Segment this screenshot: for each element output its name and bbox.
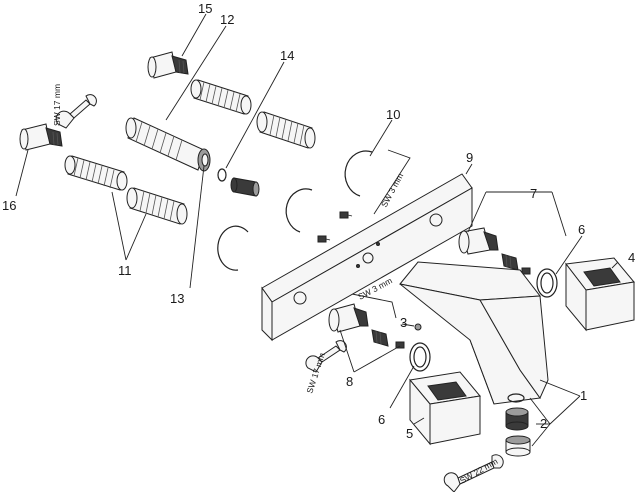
label-sw3-top: SW 3 mm [379, 171, 405, 209]
wrench-22mm-icon [443, 454, 504, 492]
rosette-part-4 [565, 257, 635, 332]
spout-part-1 [399, 261, 549, 405]
label-part-6-upper: 6 [578, 222, 585, 237]
label-part-14: 14 [280, 48, 294, 63]
label-part-13: 13 [170, 291, 184, 306]
leader-lines [15, 13, 619, 447]
o-ring-part-14 [217, 168, 227, 182]
wrench-17mm-bottom-icon [305, 340, 347, 373]
label-sw17-top: SW 17 mm [52, 84, 62, 126]
allen-key-3mm-mid [341, 291, 397, 319]
label-part-8: 8 [346, 374, 353, 389]
extension-tube-part-12 [125, 117, 211, 172]
aerator-housing-part-2 [505, 435, 531, 457]
screw-small-left [317, 235, 331, 243]
retaining-clip-upper [344, 150, 373, 197]
threaded-sleeve-right [256, 111, 316, 149]
label-sw22: SW 22 mm [458, 456, 499, 486]
ring-part-6-lower [409, 342, 431, 372]
screw-part-3 [414, 323, 422, 331]
label-part-9: 9 [466, 150, 473, 165]
rosette-part-5 [409, 371, 481, 446]
cartridge-part-15 [147, 51, 189, 79]
cartridge-part-16 [19, 123, 63, 151]
label-part-6-lower: 6 [378, 412, 385, 427]
aerator-ring-part-2 [507, 393, 525, 403]
wrench-17mm-top-icon [55, 94, 97, 129]
label-part-16: 16 [2, 198, 16, 213]
label-part-7: 7 [530, 186, 537, 201]
threaded-sleeve-upper-right [190, 79, 252, 115]
aerator-part-2 [505, 407, 529, 431]
label-part-2: 2 [540, 416, 547, 431]
allen-key-3mm-top [373, 149, 411, 215]
ring-part-6-upper [536, 268, 558, 298]
cartridge-part-8 [328, 303, 405, 349]
label-part-4: 4 [628, 250, 635, 265]
label-part-1: 1 [580, 388, 587, 403]
label-part-10: 10 [386, 107, 400, 122]
cover-plate-part-9 [261, 173, 473, 342]
screw-small-top [339, 211, 353, 219]
label-part-15: 15 [198, 1, 212, 16]
label-part-5: 5 [406, 426, 413, 441]
label-part-11: 11 [118, 263, 132, 278]
retaining-clip-middle [285, 188, 313, 233]
part-number-labels: 15 12 14 10 9 7 6 4 16 11 13 3 8 6 5 1 2 [2, 1, 635, 441]
label-part-3: 3 [400, 315, 407, 330]
label-part-12: 12 [220, 12, 234, 27]
threaded-sleeve-left [64, 155, 128, 191]
nipple-part-14 [230, 177, 260, 197]
cartridge-part-7 [458, 227, 531, 275]
threaded-sleeve-lower [126, 187, 188, 225]
retaining-clip-lower [217, 225, 249, 271]
